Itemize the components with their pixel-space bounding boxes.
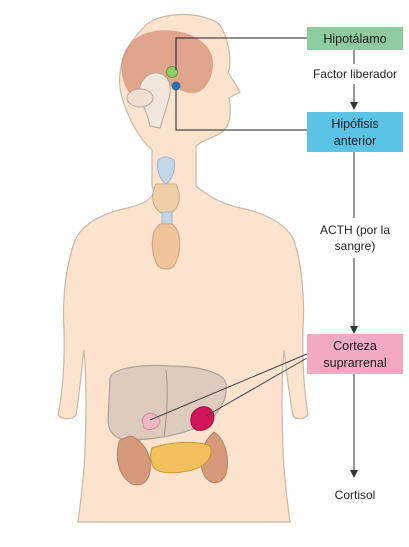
cortisol-label: Cortisol [335, 488, 376, 502]
pituitary-label-line1: Hipófisis [331, 117, 378, 131]
adrenal-cortex-label-line2: suprarrenal [323, 356, 386, 370]
thymus [152, 224, 180, 269]
releasing-factor-label: Factor liberador [313, 67, 397, 81]
hypothalamus-label: Hipotálamo [323, 32, 386, 46]
thyroid [153, 184, 180, 214]
pituitary-organ [172, 82, 181, 91]
adrenal-gland-left [142, 413, 160, 429]
pituitary-label-line2: anterior [334, 134, 376, 148]
trachea [162, 212, 172, 224]
acth-label-line2: sangre) [335, 239, 376, 253]
acth-label-line1: ACTH (por la [320, 223, 390, 237]
cerebellum [127, 89, 153, 107]
adrenal-cortex-label-line1: Corteza [333, 339, 377, 353]
